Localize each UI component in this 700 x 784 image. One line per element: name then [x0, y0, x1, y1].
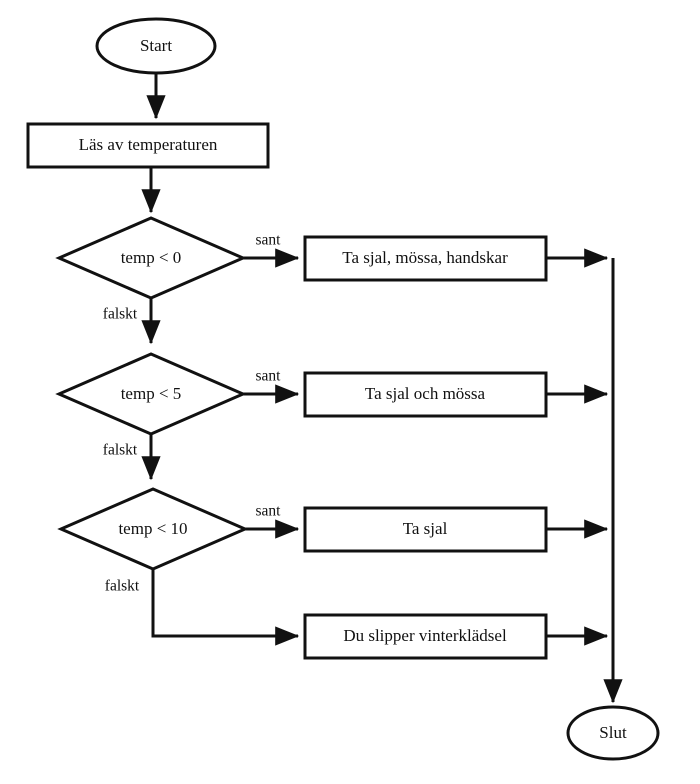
node-action-sjal[interactable]: Ta sjal [303, 506, 548, 553]
action4-box [303, 613, 548, 660]
end-ellipse [566, 705, 660, 761]
action1-label: Ta sjal, mössa, handskar [342, 248, 508, 267]
node-read-temp[interactable]: Läs av temperaturen [26, 122, 270, 169]
action2-box [303, 371, 548, 418]
action4-label: Du slipper vinterklädsel [343, 626, 507, 645]
decision1-diamond [55, 216, 247, 300]
node-action-sjal-mossa-handskar[interactable]: Ta sjal, mössa, handskar [303, 235, 548, 282]
edge-label-sant-2: sant [256, 368, 282, 385]
read-temp-label: Läs av temperaturen [79, 135, 218, 154]
action1-box [303, 235, 548, 282]
decision2-diamond [55, 352, 247, 436]
read-temp-box [26, 122, 270, 169]
node-decision-temp-lt-0[interactable]: temp < 0 [55, 216, 247, 300]
end-label: Slut [599, 723, 627, 742]
decision2-label: temp < 5 [121, 384, 182, 403]
edge-label-sant-3: sant [256, 503, 282, 520]
node-decision-temp-lt-5[interactable]: temp < 5 [55, 352, 247, 436]
node-action-sjal-och-mossa[interactable]: Ta sjal och mössa [303, 371, 548, 418]
start-ellipse [95, 17, 217, 75]
action3-label: Ta sjal [403, 519, 448, 538]
node-decision-temp-lt-10[interactable]: temp < 10 [57, 487, 249, 571]
node-action-du-slipper-vinterkladsel[interactable]: Du slipper vinterklädsel [303, 613, 548, 660]
edge-label-falskt-2: falskt [103, 442, 138, 459]
node-end[interactable]: Slut [566, 705, 660, 761]
action3-box [303, 506, 548, 553]
decision3-diamond [57, 487, 249, 571]
node-start[interactable]: Start [95, 17, 217, 75]
decision1-label: temp < 0 [121, 248, 182, 267]
action2-label: Ta sjal och mössa [365, 384, 486, 403]
decision3-label: temp < 10 [118, 519, 187, 538]
connector-decision3-falskt [151, 569, 300, 646]
start-label: Start [140, 36, 172, 55]
edge-label-sant-1: sant [256, 232, 282, 249]
edge-label-falskt-3: falskt [105, 578, 140, 595]
edge-label-falskt-1: falskt [103, 306, 138, 323]
